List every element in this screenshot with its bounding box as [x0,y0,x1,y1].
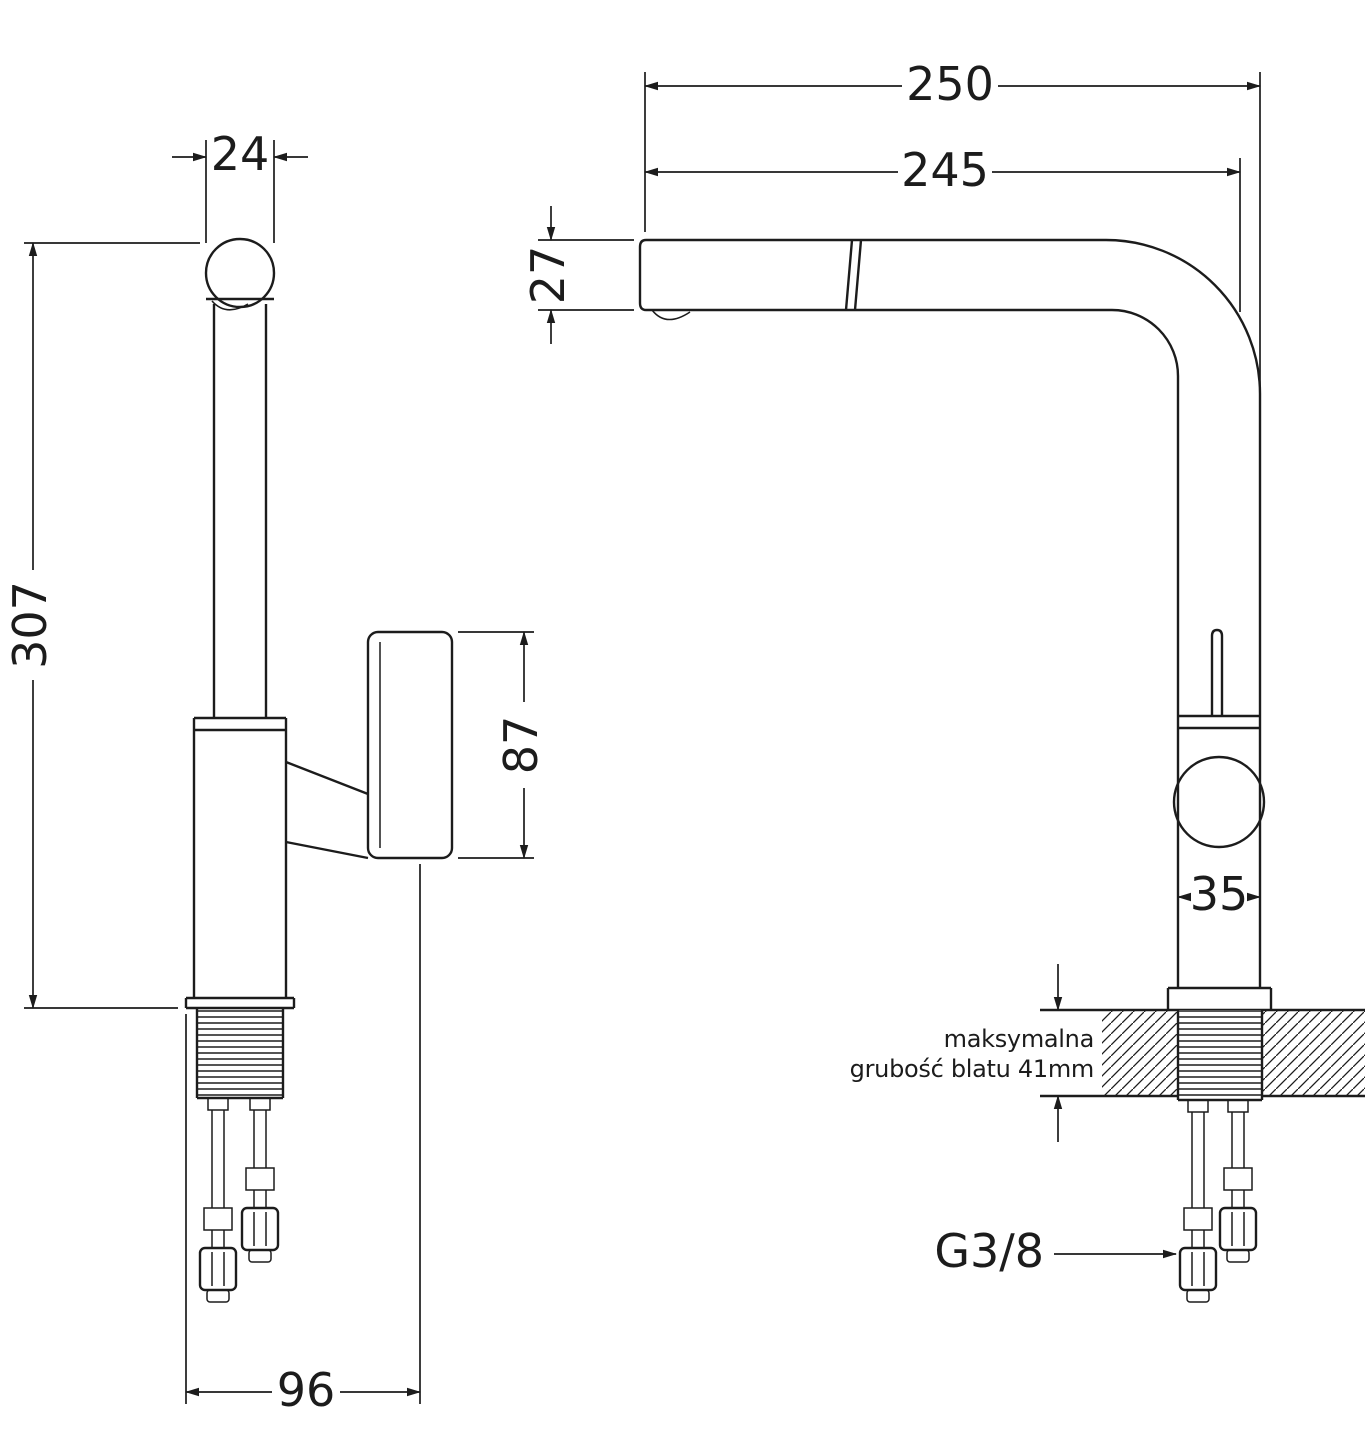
countertop-hatch-left [1102,1010,1178,1096]
front-hose-nut-right [1218,1206,1258,1252]
dimension-spout-diameter-label: 24 [211,127,270,181]
counter-thickness-note-line1: maksymalna [944,1025,1094,1053]
front-spout-tip [638,238,647,312]
faucet-front-view [638,238,1273,1010]
dimension-lever-length-label: 87 [494,716,548,775]
dimension-total-reach: 250 [644,57,1261,388]
dimension-base-depth: 96 [185,864,421,1417]
side-supply-fittings [198,1097,280,1303]
faucet-side-view [184,237,454,1303]
side-lever [366,630,454,860]
dimension-base-depth-label: 96 [277,1363,336,1417]
side-spout-head [204,237,276,309]
side-base-flange [184,996,296,1010]
thread-size-callout: G3/8 [934,1224,1177,1278]
front-hose-nut-left [1178,1246,1218,1292]
thread-size-label: G3/8 [934,1224,1044,1278]
dimension-body-diameter: 35 [1177,867,1261,921]
countertop-hatch-right [1262,1010,1365,1096]
dimension-total-height: 307 [3,242,200,1009]
side-riser-pipe [212,304,268,718]
side-aerator [211,300,249,311]
front-cartridge-cap [1172,755,1266,849]
side-collar [194,716,286,732]
dimension-spout-height-label: 27 [521,246,575,305]
front-supply-fittings [1178,1099,1258,1303]
dimension-total-height-label: 307 [3,581,57,669]
dimension-spout-height: 27 [521,206,634,344]
countertop-section: maksymalna grubość blatu 41mm [850,964,1365,1142]
front-base-flange [1166,986,1273,1010]
counter-thickness-note-line2: grubość blatu 41mm [850,1055,1094,1083]
front-outline-inner [646,308,1180,988]
side-body [192,718,288,998]
side-lever-joint [285,760,369,860]
side-hose-nut-right [240,1206,280,1252]
dimension-spout-reach-label: 245 [901,143,989,197]
front-aerator [651,309,691,321]
dimension-total-reach-label: 250 [906,57,994,111]
front-outline-outer [646,238,1262,988]
dimension-lever-length: 87 [458,631,548,859]
side-threaded-shank [197,1008,283,1098]
dimension-spout-reach: 245 [644,143,1241,312]
front-threaded-shank [1178,1010,1262,1100]
front-lever-stick [1210,628,1224,716]
dimension-body-diameter-label: 35 [1190,867,1249,921]
dimension-spout-diameter: 24 [172,127,308,243]
front-pullout-joint [844,239,863,311]
side-hose-nut-left [198,1246,238,1292]
front-collar [1178,714,1260,730]
